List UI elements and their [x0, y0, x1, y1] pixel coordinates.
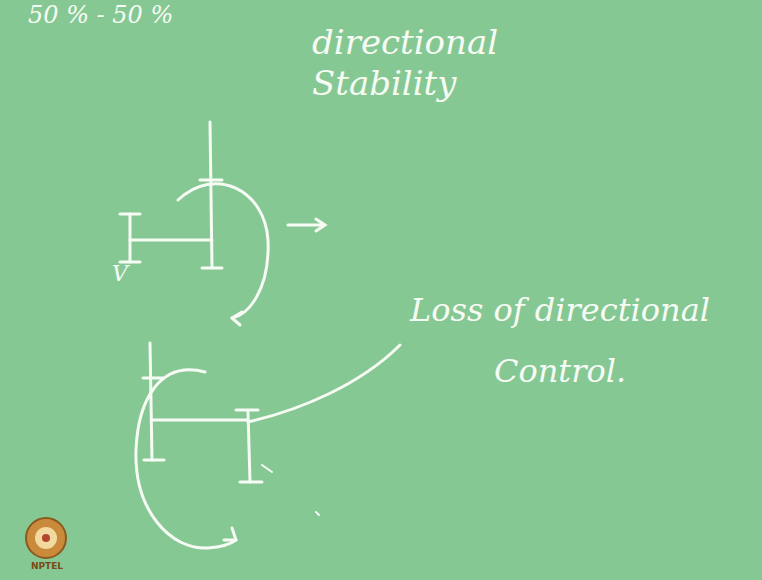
wheel-mark [200, 179, 222, 182]
ratio-note: 50 % - 50 % [28, 2, 228, 28]
motion-arrow [288, 219, 325, 231]
wheel-mark [120, 213, 140, 216]
wheel-mark [144, 459, 164, 462]
logo-center [35, 527, 57, 549]
logo-dot [42, 534, 50, 542]
logo-disc [26, 518, 66, 558]
trajectory-curve [248, 345, 400, 422]
rear-axle [129, 214, 132, 262]
vehicle-sketches [120, 122, 400, 548]
yaw-arc [178, 184, 268, 318]
rear-axle [150, 343, 152, 460]
yaw-arc [136, 370, 236, 548]
front-axle [210, 122, 212, 268]
arrowhead [224, 528, 236, 540]
wheel-mark [143, 377, 163, 380]
chassis-line [152, 419, 248, 422]
heading-text: directional Stability [312, 22, 652, 104]
nptel-logo [26, 518, 66, 558]
wheel-mark [236, 409, 258, 412]
wheel-mark [202, 267, 222, 270]
chassis-line [130, 239, 212, 242]
chalk-dash [316, 512, 319, 515]
logo-text: NPTEL [26, 561, 68, 572]
wheel-mark [240, 481, 262, 484]
note-text: Loss of directional Control. [395, 280, 725, 402]
arrowhead [232, 312, 242, 325]
chalk-dash [262, 465, 272, 472]
velocity-label: V [112, 262, 142, 286]
